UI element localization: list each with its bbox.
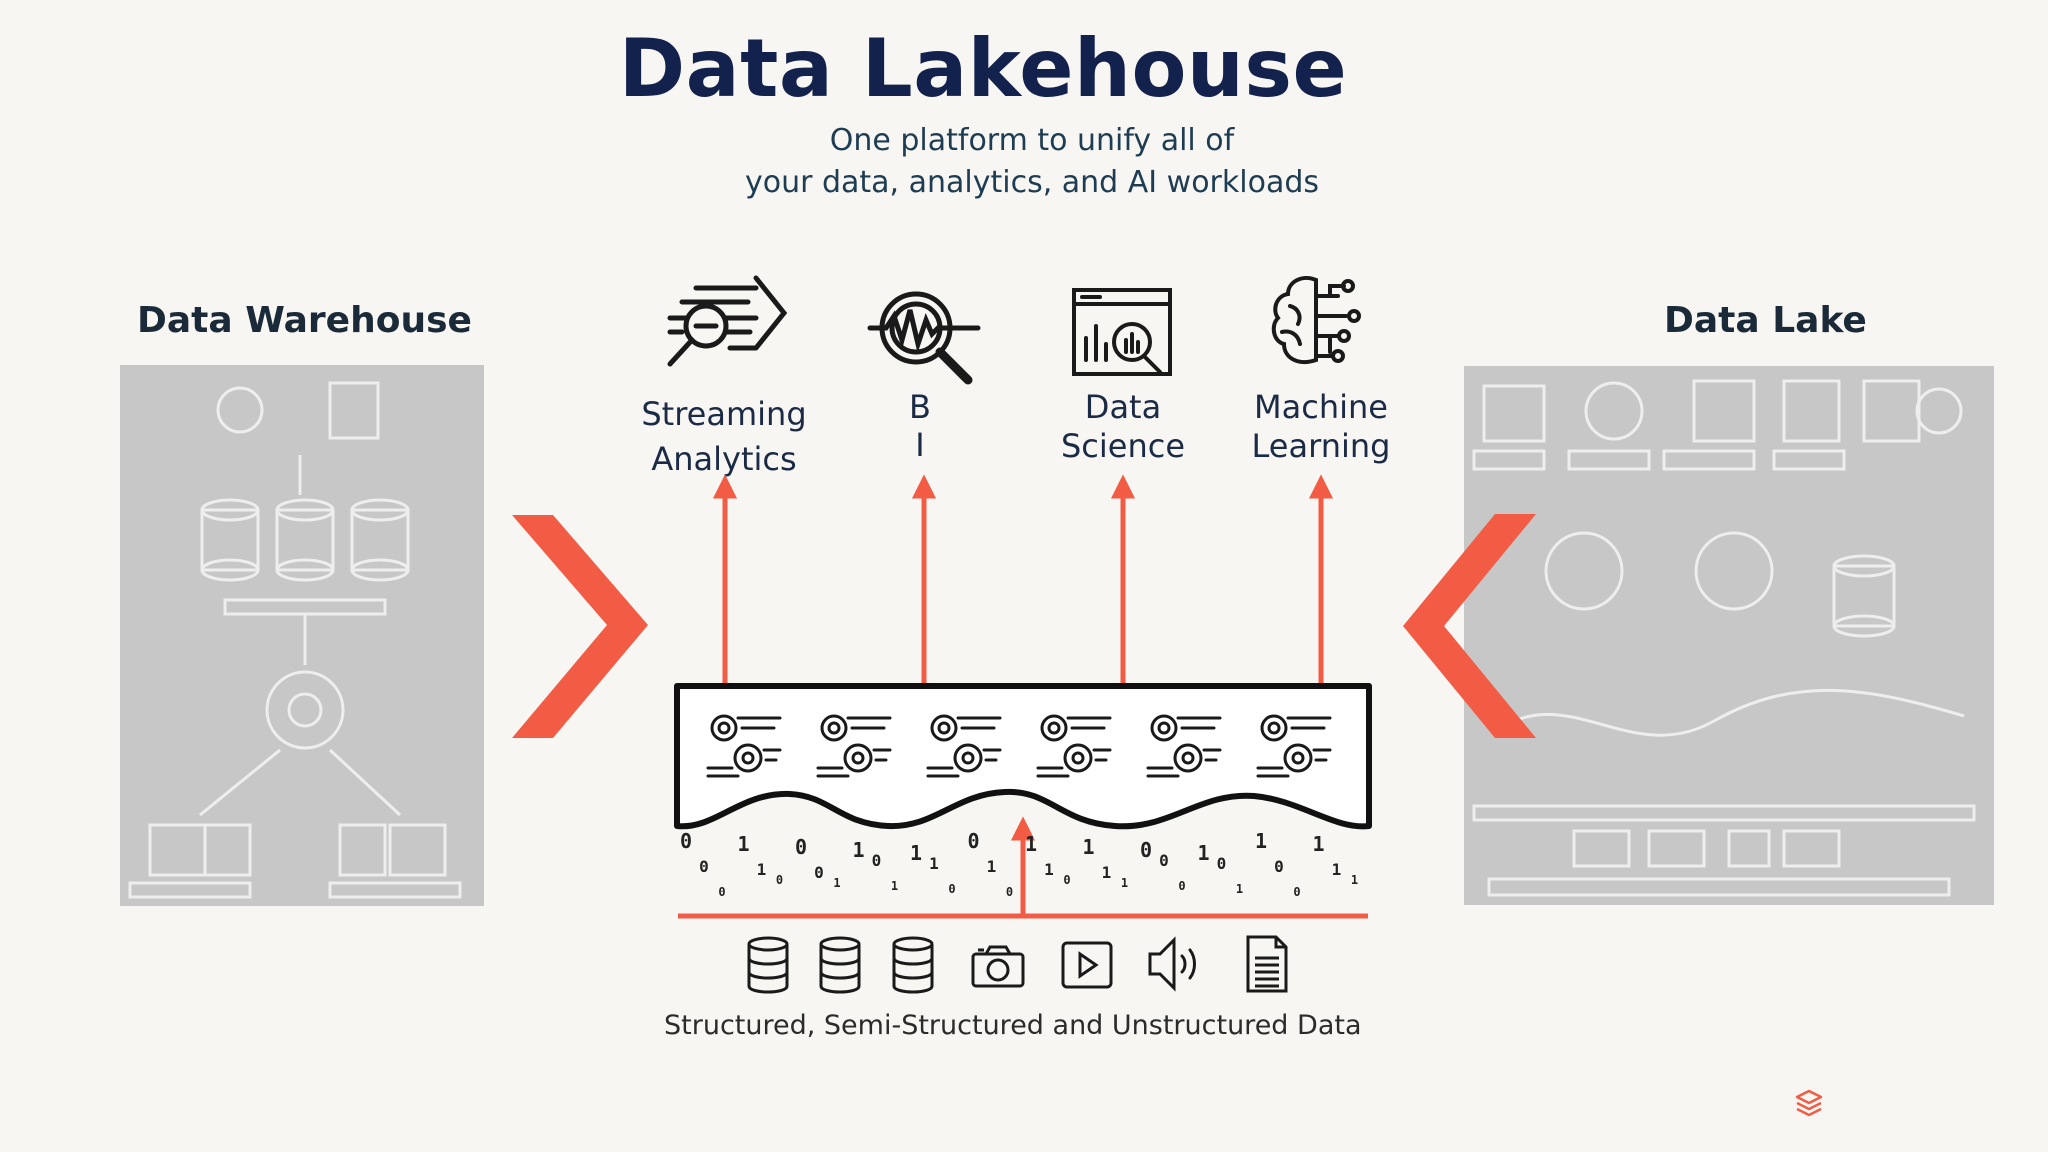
processing-engine-icon: [926, 714, 1002, 778]
binary-digit: 0: [1140, 838, 1152, 862]
binary-digit: 1: [891, 879, 898, 893]
binary-digit: 1: [1236, 882, 1243, 896]
binary-digit: 0: [968, 829, 980, 853]
arrowhead-icon: [1110, 474, 1136, 499]
subtitle-line-2: your data, analytics, and AI workloads: [744, 165, 1320, 200]
camera-icon: [971, 945, 1025, 988]
binary-digit: 0: [948, 882, 955, 896]
binary-digit: 0: [1006, 885, 1013, 899]
data-lake-title: Data Lake: [1664, 300, 1867, 341]
video-play-icon: [1061, 941, 1113, 989]
lakehouse-box: [674, 683, 1372, 830]
machine-learning-brain-icon: [1271, 275, 1361, 364]
binary-digit: 1: [1351, 873, 1358, 887]
data-warehouse-diagram-icon: [128, 381, 462, 899]
use-case-label-streaming-analytics: Streaming Analytics: [641, 395, 807, 478]
arrowhead-icon: [911, 474, 937, 499]
streaming-analytics-icon: [667, 275, 788, 367]
binary-digit: 0: [680, 829, 692, 853]
bi-magnifier-icon: [867, 291, 981, 385]
binary-digit: 0: [1274, 857, 1284, 876]
binary-digit: 0: [1293, 885, 1300, 899]
binary-digit: 0: [1063, 873, 1070, 887]
data-science-icon: [1072, 288, 1172, 376]
processing-engine-icon: [1256, 714, 1332, 778]
data-lake-panel: [1464, 366, 1994, 905]
arrowhead-icon: [1308, 474, 1334, 499]
binary-digit: 0: [1159, 851, 1169, 870]
database-icon: [819, 936, 861, 994]
data-warehouse-panel: [120, 365, 484, 906]
processing-engine-icon: [706, 714, 782, 778]
binary-digit: 1: [1044, 860, 1054, 879]
use-case-label-data-science: Data Science: [1060, 388, 1186, 465]
binary-digit: 0: [814, 863, 824, 882]
databricks-logo-icon: [1795, 1089, 1823, 1117]
binary-digit: 0: [872, 851, 882, 870]
audio-speaker-icon: [1148, 936, 1196, 992]
binary-digit: 1: [757, 860, 767, 879]
chevron-left-icon: [1403, 514, 1536, 738]
arrowhead-icon: [1010, 816, 1036, 841]
binary-digit: 1: [1083, 835, 1095, 859]
binary-digit: 0: [1178, 879, 1185, 893]
binary-digit: 0: [776, 873, 783, 887]
page-title: Data Lakehouse: [618, 22, 1348, 115]
binary-digit: 1: [833, 876, 840, 890]
use-case-label-bi: B I: [909, 388, 931, 464]
binary-digit: 1: [738, 832, 750, 856]
binary-digit: 1: [929, 854, 939, 873]
binary-digit: 1: [1102, 863, 1112, 882]
binary-digit: 1: [1025, 832, 1037, 856]
use-case-label-machine-learning: Machine Learning: [1251, 388, 1391, 465]
chevron-right-icon: [512, 515, 648, 738]
binary-digit: 1: [1198, 841, 1210, 865]
binary-digit: 0: [718, 885, 725, 899]
document-icon: [1246, 935, 1288, 993]
subtitle-line-1: One platform to unify all of: [829, 123, 1235, 158]
binary-digit: 1: [987, 857, 997, 876]
data-warehouse-title: Data Warehouse: [137, 300, 472, 341]
page-subtitle: One platform to unify all of your data, …: [0, 120, 2048, 204]
processing-engine-icon: [1036, 714, 1112, 778]
binary-digit: 1: [1121, 876, 1128, 890]
processing-engine-icon: [816, 714, 892, 778]
database-icon: [747, 936, 789, 994]
data-types-caption: Structured, Semi-Structured and Unstruct…: [664, 1010, 1362, 1041]
binary-digit: 0: [699, 857, 709, 876]
data-lake-diagram-icon: [1472, 379, 1976, 897]
binary-digit: 1: [853, 838, 865, 862]
binary-digit: 0: [1217, 854, 1227, 873]
binary-digit: 1: [1255, 829, 1267, 853]
binary-digit: 1: [1313, 832, 1325, 856]
binary-digit: 1: [910, 841, 922, 865]
processing-engine-icon: [1146, 714, 1222, 778]
database-icon: [892, 936, 934, 994]
arrowhead-icon: [712, 474, 738, 499]
binary-digit: 0: [795, 835, 807, 859]
binary-digit: 1: [1332, 860, 1342, 879]
